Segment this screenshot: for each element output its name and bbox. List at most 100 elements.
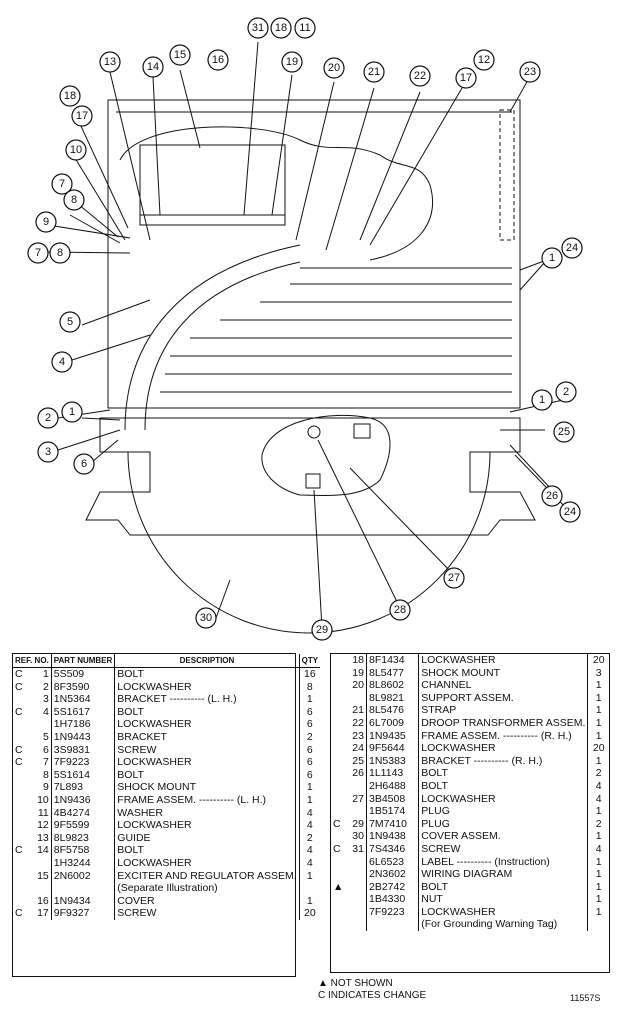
ref-no: 9 xyxy=(27,781,52,794)
ref-no: 30 xyxy=(345,830,367,843)
exciter-regulator xyxy=(139,144,286,226)
callout-23: 23 xyxy=(519,61,541,83)
part-number: 2N3602 xyxy=(366,868,420,881)
part-number: 6L7009 xyxy=(366,716,420,730)
callout-18b: 18 xyxy=(59,85,81,107)
description: LOCKWASHER xyxy=(418,792,589,806)
part-number: 1H3244 xyxy=(51,856,116,870)
description: SHOCK MOUNT xyxy=(418,666,589,680)
callout-1: 1 xyxy=(541,247,563,269)
ref-no: 10 xyxy=(27,793,52,807)
header-part: PART NUMBER xyxy=(51,654,116,668)
quantity xyxy=(299,882,320,895)
svg-text:16: 16 xyxy=(212,54,224,66)
change-mark xyxy=(331,755,345,768)
change-mark xyxy=(13,769,28,782)
callout-5: 5 xyxy=(59,311,81,333)
ref-no: 14 xyxy=(27,844,52,857)
description: BOLT xyxy=(418,779,589,793)
svg-text:22: 22 xyxy=(414,70,426,82)
svg-text:10: 10 xyxy=(70,144,82,156)
quantity: 2 xyxy=(595,767,602,780)
description: FRAME ASSEM. ---------- (L. H.) xyxy=(114,793,300,807)
part-number: 5S1614 xyxy=(51,768,116,782)
svg-text:28: 28 xyxy=(394,604,406,616)
part-number: 1L1143 xyxy=(366,767,420,780)
part-number: 2H6488 xyxy=(366,779,420,793)
description: LOCKWASHER xyxy=(114,680,300,694)
svg-text:27: 27 xyxy=(448,572,460,584)
housing-frame xyxy=(107,99,521,409)
ref-no: 16 xyxy=(27,894,52,908)
quantity: 1 xyxy=(595,679,602,692)
description: LOCKWASHER xyxy=(114,756,300,769)
change-mark xyxy=(13,781,28,794)
change-mark xyxy=(13,731,28,744)
description: FRAME ASSEM. ---------- (R. H.) xyxy=(418,729,589,743)
ref-no: 15 xyxy=(27,869,52,883)
part-number: 8L5476 xyxy=(366,704,420,717)
change-mark xyxy=(331,654,345,667)
description: LOCKWASHER xyxy=(418,905,589,919)
ref-no: 1 xyxy=(27,667,52,681)
svg-text:1: 1 xyxy=(539,394,545,406)
svg-text:7: 7 xyxy=(35,247,41,259)
part-number xyxy=(366,918,420,932)
change-mark xyxy=(331,906,345,919)
callout-24b: 24 xyxy=(559,501,581,523)
callout-29: 29 xyxy=(311,619,333,641)
description: SUPPORT ASSEM. xyxy=(418,691,589,705)
change-mark xyxy=(331,830,345,843)
quantity: 4 xyxy=(306,806,313,819)
description: BRACKET ---------- (R. H.) xyxy=(418,754,589,768)
ref-no xyxy=(27,882,52,895)
description: SCREW xyxy=(114,907,300,920)
quantity: 6 xyxy=(306,705,313,718)
quantity: 20 xyxy=(592,742,605,755)
ref-no: 3 xyxy=(27,693,52,706)
svg-text:8: 8 xyxy=(71,194,77,206)
callout-17: 17 xyxy=(455,67,477,89)
callout-3: 3 xyxy=(37,441,59,463)
quantity: 2 xyxy=(306,730,313,743)
callout-16: 16 xyxy=(207,49,229,71)
svg-text:2: 2 xyxy=(45,412,51,424)
ref-no: 6 xyxy=(27,743,52,757)
description: SCREW xyxy=(418,842,589,856)
svg-text:15: 15 xyxy=(174,49,186,61)
arc-guide xyxy=(124,244,301,431)
part-number: 7F9223 xyxy=(51,756,116,769)
part-number: 1N9443 xyxy=(51,730,116,744)
description: LOCKWASHER xyxy=(418,742,589,755)
callout-13: 13 xyxy=(99,51,121,73)
part-number: 7S4346 xyxy=(366,842,420,856)
callout-26: 26 xyxy=(541,485,563,507)
callout-15: 15 xyxy=(169,44,191,66)
svg-text:2: 2 xyxy=(563,386,569,398)
change-mark xyxy=(13,895,28,908)
callout-24: 24 xyxy=(561,237,583,259)
quantity: 1 xyxy=(306,869,313,882)
change-mark xyxy=(331,667,345,680)
svg-text:31: 31 xyxy=(252,22,264,34)
change-mark xyxy=(331,893,345,906)
part-number: 1N9434 xyxy=(51,894,116,908)
description: BOLT xyxy=(114,844,300,857)
part-number: 8L9821 xyxy=(366,691,420,705)
callout-9: 9 xyxy=(35,211,57,233)
change-mark xyxy=(13,693,28,706)
